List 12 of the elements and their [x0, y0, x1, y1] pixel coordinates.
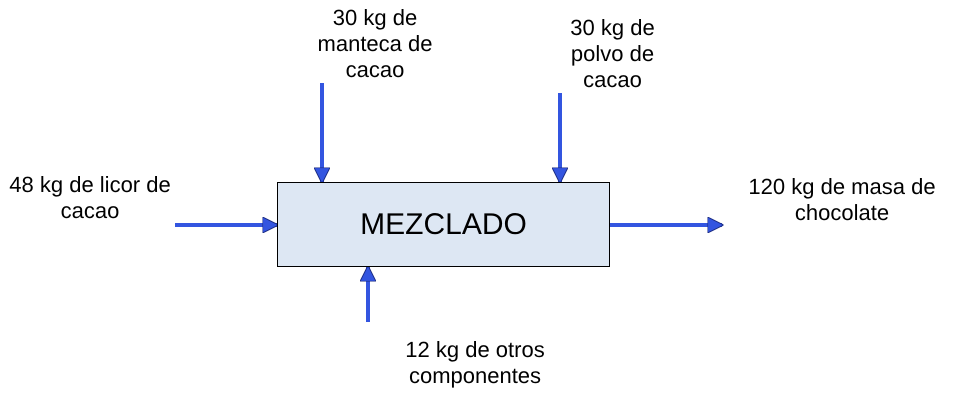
flow-arrow — [610, 216, 724, 234]
flow-label: 30 kg de manteca de cacao — [316, 5, 434, 83]
flow-label: 12 kg de otros componentes — [404, 337, 546, 389]
flow-arrow — [552, 93, 568, 184]
process-label: MEZCLADO — [360, 212, 527, 238]
flow-arrow — [360, 264, 376, 322]
flow-arrow — [175, 216, 280, 234]
flow-label: 48 kg de licor de cacao — [8, 172, 172, 224]
process-box — [277, 182, 610, 267]
flow-arrow — [314, 83, 330, 184]
flow-label: 30 kg de polvo de cacao — [569, 15, 656, 93]
flow-label: 120 kg de masa de chocolate — [747, 174, 937, 226]
